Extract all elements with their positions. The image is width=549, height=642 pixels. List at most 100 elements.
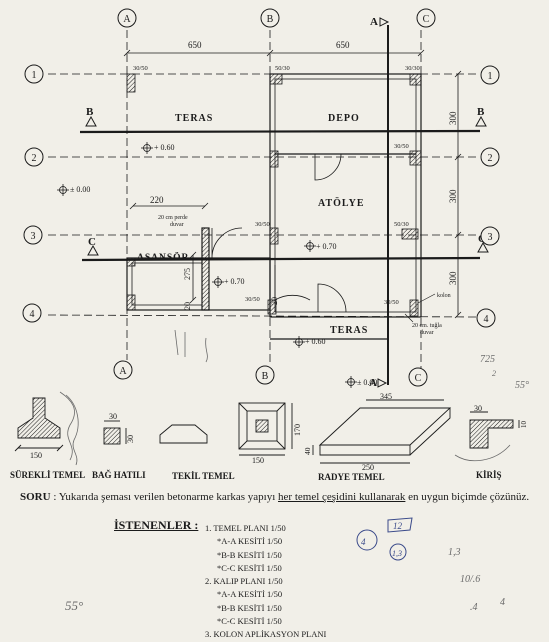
axis-bubble-3-left	[23, 225, 43, 245]
note-kolon: kolon	[437, 293, 451, 299]
requested-item: 3. KOLON APLİKASYON PLANI	[205, 629, 327, 640]
colsize-1b: 50/30	[275, 65, 290, 72]
axis-label-b-bottom: B	[262, 371, 269, 382]
columns	[126, 73, 422, 317]
note-kolon-leader	[417, 293, 436, 304]
section-label-a-bottom: A	[369, 377, 377, 389]
section-label-b-right: B	[477, 106, 485, 118]
pen-scribbles	[356, 517, 413, 561]
section-line-b	[79, 129, 481, 134]
column-4c	[409, 299, 419, 317]
surekli-label: SÜREKLİ TEMEL	[10, 470, 85, 480]
level-outside: ± 0.00	[70, 185, 90, 194]
axis-bubble-2-right	[480, 147, 500, 167]
requested-item: *C-C KESİTİ 1/50	[217, 616, 282, 627]
dim-small-20: 20	[183, 302, 192, 310]
level-asansor: + 0.70	[224, 277, 245, 286]
note-tugla-1: 20 cm. tuğla	[412, 322, 442, 329]
axis-label-2-left: 2	[32, 153, 37, 164]
hand-725: 725	[480, 354, 495, 365]
tekil-dim2: 170	[293, 424, 302, 436]
column-2c	[409, 150, 422, 166]
hand-4b: 4	[500, 597, 505, 608]
axis-label-1-left: 1	[32, 70, 37, 81]
section-arrow-c-right	[477, 241, 489, 253]
section-arrow-b-right	[475, 115, 487, 127]
axis-bubble-c-bottom	[408, 367, 428, 387]
radye-label: RADYE TEMEL	[318, 472, 385, 482]
colsize-3b: 30/50	[255, 221, 270, 228]
room-asansor: ASANSÖR	[137, 250, 189, 263]
level-teras: + 0.60	[154, 143, 175, 152]
section-line-c	[81, 256, 481, 262]
note-tugla-2: duvar	[420, 330, 434, 336]
section-cuts	[79, 17, 489, 388]
requested-item: *A-A KESİTİ 1/50	[217, 589, 283, 600]
note-tugla-leader	[404, 313, 414, 323]
hand-106: 10/.6	[460, 574, 480, 585]
column-4a	[126, 294, 136, 311]
note-perde-1: 20 cm perde	[158, 215, 188, 221]
room-teras-top: TERAS	[175, 113, 213, 124]
column-1a	[126, 73, 136, 93]
question-underlined: her temel çeşidini kullanarak	[278, 491, 406, 503]
dimension-lines	[123, 49, 462, 319]
requested-list: 1. TEMEL PLANI 1/50*A-A KESİTİ 1/50*B-B …	[205, 522, 326, 642]
column-3b	[269, 227, 279, 245]
column-4b	[267, 299, 277, 315]
hand-dot4: .4	[470, 602, 478, 613]
column-1b	[269, 73, 283, 85]
axis-label-2-right: 2	[488, 153, 493, 164]
section-arrow-a-top	[379, 17, 390, 27]
requested-item: *B-B KESİTİ 1/50	[217, 602, 282, 613]
hand-55-bottom: 55°	[65, 598, 83, 613]
dim-row-23: 300	[448, 189, 458, 203]
axis-bubble-3-right	[480, 226, 500, 246]
radye-dim: 250	[362, 463, 374, 472]
dim-span-bc: 650	[336, 40, 350, 50]
level-atolye: + 0.70	[316, 242, 337, 251]
dim-perde-220: 220	[150, 195, 164, 205]
perde-wall	[201, 227, 210, 311]
section-label-a-top: A	[370, 16, 378, 28]
door-asansor	[211, 227, 243, 259]
requested-item: *A-A KESİTİ 1/50	[217, 536, 283, 547]
detail-surekli-temel	[14, 397, 64, 452]
detail-kiris	[469, 411, 520, 449]
kiris-dim: 30	[474, 404, 482, 413]
colsize-3c: 50/30	[394, 221, 409, 228]
dim-row-34: 300	[448, 271, 458, 285]
axis-bubble-b-top	[260, 8, 280, 28]
kiris-dim2: 10	[520, 421, 528, 429]
axis-bubble-2-left	[24, 147, 44, 167]
requested-item: *B-B KESİTİ 1/50	[217, 549, 282, 560]
axis-label-4-right: 4	[484, 314, 489, 325]
door-atolye	[314, 153, 342, 181]
section-arrow-b-left	[85, 115, 97, 127]
hand-55-top: 55°	[515, 380, 529, 391]
requested-item: *C-C KESİTİ 1/50	[217, 562, 282, 573]
axis-label-c-top: C	[423, 14, 430, 25]
axis-bubble-4-left	[22, 303, 42, 323]
hand-13-a: 1,3	[392, 549, 402, 558]
bag-dim: 30	[109, 412, 117, 421]
colsize-4b: 30/50	[245, 296, 260, 303]
tekil-dim: 150	[252, 456, 264, 465]
axis-bubble-1-right	[480, 65, 500, 85]
note-perde-2: duvar	[170, 222, 184, 228]
level-markers	[57, 142, 357, 388]
question-text-2: en uygun biçimde çözünüz.	[405, 491, 530, 503]
room-atolye: ATÖLYE	[318, 196, 365, 209]
level-outside-bottom: ± 0.00	[357, 378, 377, 387]
wall-asansor-outer	[126, 257, 271, 311]
axis-bubble-4-right	[476, 308, 496, 328]
axis-label-a-top: A	[123, 14, 131, 25]
axis-bubble-a-bottom	[113, 360, 133, 380]
axis-label-b-top: B	[267, 14, 274, 25]
colsize-1a: 30/50	[133, 65, 148, 72]
radye-dim2: 345	[380, 392, 392, 401]
hand-12: 12	[393, 521, 403, 531]
dim-span-ab: 650	[188, 40, 202, 50]
axis-label-3-left: 3	[31, 231, 36, 242]
surekli-dim: 150	[30, 451, 42, 460]
